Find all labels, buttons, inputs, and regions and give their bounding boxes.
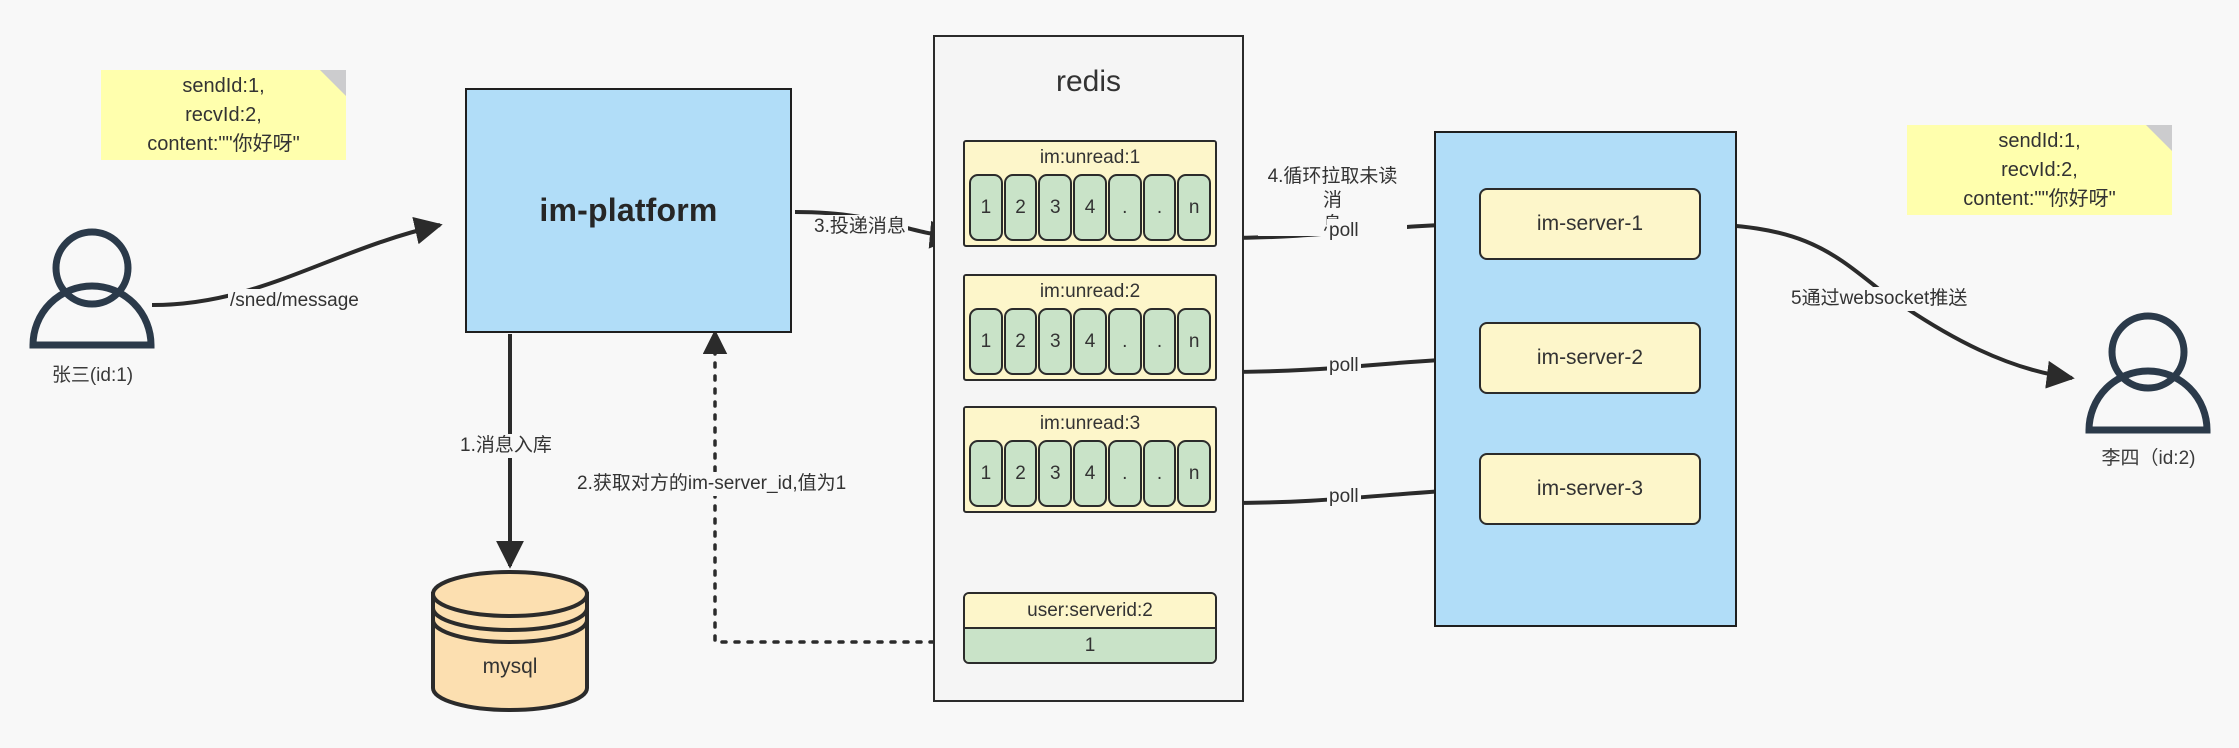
- redis-cell[interactable]: .: [1142, 440, 1177, 507]
- redis-cell[interactable]: 4: [1073, 308, 1107, 375]
- redis-cell[interactable]: 3: [1038, 174, 1073, 241]
- im-server-3-label: im-server-3: [1536, 477, 1644, 500]
- redis-list-1-key: im:unread:2: [965, 276, 1215, 308]
- redis-kv-value: 1: [965, 627, 1215, 662]
- redis-cell[interactable]: 1: [969, 440, 1003, 507]
- edge-label-poll-2: poll: [1327, 354, 1361, 378]
- redis-cell[interactable]: .: [1107, 440, 1142, 507]
- redis-cell[interactable]: 2: [1003, 308, 1038, 375]
- mysql-cylinder-icon: [431, 570, 589, 712]
- edge-label-step5: 5通过websocket推送: [1789, 287, 1970, 311]
- note-fold-icon: [320, 70, 346, 96]
- redis-list-0[interactable]: im:unread:1 1 2 3 4 . . n: [963, 140, 1217, 247]
- sender-caption: 张三(id:1): [51, 365, 134, 386]
- redis-cell[interactable]: .: [1107, 174, 1142, 241]
- note-right: sendId:1, recvId:2, content:""你好呀": [1907, 125, 2172, 215]
- redis-list-2-cells: 1 2 3 4 . . n: [965, 440, 1215, 511]
- im-server-2-label: im-server-2: [1536, 346, 1644, 369]
- redis-cell[interactable]: .: [1142, 174, 1177, 241]
- note-right-text: sendId:1, recvId:2, content:""你好呀": [1963, 129, 2116, 210]
- edge-label-step2: 2.获取对方的im-server_id,值为1: [575, 472, 849, 496]
- redis-list-0-cells: 1 2 3 4 . . n: [965, 174, 1215, 245]
- redis-cell[interactable]: .: [1107, 308, 1142, 375]
- receiver-person-icon: [2085, 312, 2211, 434]
- redis-list-2-key: im:unread:3: [965, 408, 1215, 440]
- note-fold-icon: [2146, 125, 2172, 151]
- redis-cell[interactable]: 3: [1038, 308, 1073, 375]
- redis-list-1-cells: 1 2 3 4 . . n: [965, 308, 1215, 379]
- note-left: sendId:1, recvId:2, content:""你好呀": [101, 70, 346, 160]
- im-platform-box[interactable]: im-platform: [465, 88, 792, 333]
- redis-list-1[interactable]: im:unread:2 1 2 3 4 . . n: [963, 274, 1217, 381]
- redis-cell[interactable]: 4: [1073, 174, 1107, 241]
- redis-kv-box[interactable]: user:serverid:2 1: [963, 592, 1217, 664]
- redis-cell[interactable]: 1: [969, 308, 1003, 375]
- redis-cell[interactable]: 1: [969, 174, 1003, 241]
- redis-kv-key: user:serverid:2: [965, 594, 1215, 627]
- redis-cell[interactable]: .: [1142, 308, 1177, 375]
- redis-cell[interactable]: 3: [1038, 440, 1073, 507]
- edge-label-step1: 1.消息入库: [458, 434, 554, 458]
- redis-cell[interactable]: 4: [1073, 440, 1107, 507]
- edge-label-send-message: /sned/message: [228, 289, 361, 313]
- redis-cell[interactable]: n: [1177, 174, 1212, 241]
- im-server-2-box[interactable]: im-server-2: [1479, 322, 1701, 394]
- im-platform-label: im-platform: [539, 192, 718, 228]
- redis-cell[interactable]: n: [1177, 308, 1212, 375]
- note-left-text: sendId:1, recvId:2, content:""你好呀": [147, 74, 300, 155]
- mysql-label: mysql: [482, 655, 538, 678]
- edge-label-step3: 3.投递消息: [812, 215, 908, 239]
- redis-cell[interactable]: 2: [1003, 174, 1038, 241]
- edge-label-poll-1: poll: [1327, 219, 1361, 243]
- sender-person-icon: [29, 228, 155, 349]
- redis-title: redis: [1055, 65, 1122, 98]
- edge-label-poll-3: poll: [1327, 485, 1361, 509]
- receiver-caption: 李四（id:2): [2101, 448, 2196, 469]
- redis-cell[interactable]: n: [1177, 440, 1212, 507]
- redis-list-0-key: im:unread:1: [965, 142, 1215, 174]
- im-server-3-box[interactable]: im-server-3: [1479, 453, 1701, 525]
- im-server-1-box[interactable]: im-server-1: [1479, 188, 1701, 260]
- im-server-1-label: im-server-1: [1536, 212, 1644, 235]
- redis-cell[interactable]: 2: [1003, 440, 1038, 507]
- redis-list-2[interactable]: im:unread:3 1 2 3 4 . . n: [963, 406, 1217, 513]
